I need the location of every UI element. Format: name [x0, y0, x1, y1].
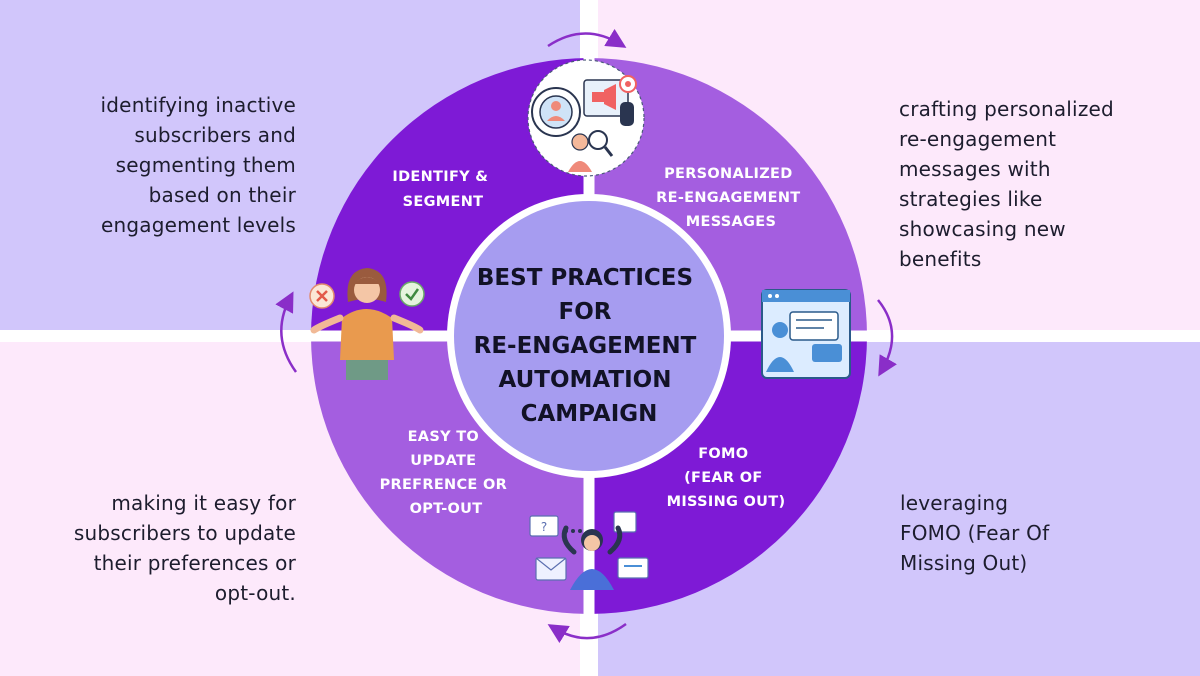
- chat-window-icon: [761, 289, 851, 379]
- segment-label-fomo: FOMO (FEAR OF MISSING OUT): [667, 446, 786, 510]
- segment-label-personalized-messages: PERSONALIZED RE-ENGAGEMENT MESSAGES: [656, 166, 806, 230]
- arrow-top: [547, 28, 627, 48]
- svg-text:?: ?: [541, 520, 547, 534]
- description-personalized-messages: crafting personalized re-engagement mess…: [899, 97, 1114, 271]
- center-title-line-3: RE-ENGAGEMENT: [474, 333, 697, 359]
- description-identify-segment: identifying inactive subscribers and seg…: [100, 93, 296, 237]
- center-title: BEST PRACTICES FOR RE-ENGAGEMENT AUTOMAT…: [474, 265, 705, 427]
- center-disc: [454, 201, 724, 471]
- segment-label-identify-segment: IDENTIFY & SEGMENT: [392, 169, 493, 210]
- description-fomo: leveraging FOMO (Fear Of Missing Out): [900, 491, 1050, 575]
- center-title-line-4: AUTOMATION: [499, 367, 672, 393]
- woman-choice-icon: [309, 268, 425, 380]
- arrow-bottom: [547, 622, 627, 644]
- target-user-analytics-icon: [527, 59, 645, 177]
- center-title-line-1: BEST PRACTICES: [477, 265, 693, 291]
- segment-label-easy-update: EASY TO UPDATE PREFRENCE OR OPT-OUT: [380, 429, 513, 517]
- arrow-left: [275, 291, 298, 373]
- center-title-line-5: CAMPAIGN: [521, 401, 658, 427]
- description-easy-update: making it easy for subscribers to update…: [73, 491, 296, 605]
- center-title-line-2: FOR: [559, 299, 612, 325]
- woman-overwhelmed-messages-icon: ?: [529, 511, 649, 590]
- arrow-right: [877, 299, 897, 377]
